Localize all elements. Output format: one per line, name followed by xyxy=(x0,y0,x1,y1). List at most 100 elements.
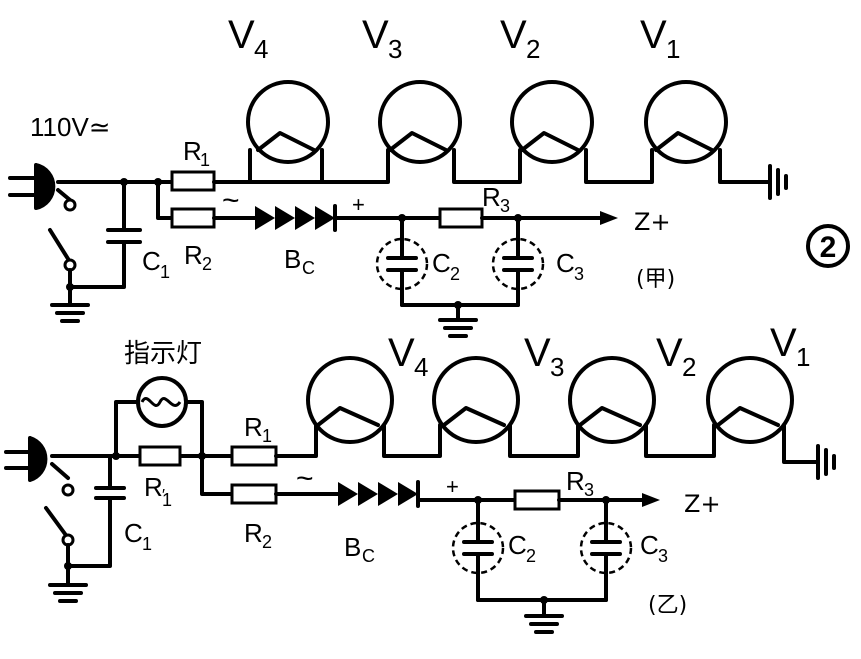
tube-label-v4: V 4 xyxy=(228,13,268,64)
vacuum-tube-v3 xyxy=(378,80,462,164)
ground-icon xyxy=(50,285,90,323)
tube-label-v4: V 4 xyxy=(388,331,428,382)
svg-text:3: 3 xyxy=(574,264,584,284)
svg-text:V: V xyxy=(524,331,551,375)
svg-text:2: 2 xyxy=(450,264,460,284)
capacitor-c2 xyxy=(451,498,505,602)
ac-symbol: ~ xyxy=(296,462,314,495)
c3-label: C 3 xyxy=(556,248,584,284)
svg-text:V: V xyxy=(640,13,667,57)
vacuum-tube-v4 xyxy=(306,356,394,444)
svg-text:4: 4 xyxy=(414,352,428,382)
svg-text:C: C xyxy=(142,246,161,276)
capacitor-c3 xyxy=(491,216,545,307)
r1-label: R 1 xyxy=(244,412,272,446)
svg-text:B: B xyxy=(344,532,361,562)
c2-label: C 2 xyxy=(432,248,460,284)
plus-symbol: + xyxy=(446,474,459,499)
caption-top: (甲) xyxy=(636,267,675,292)
switch-icon xyxy=(44,506,75,547)
c1-label: C 1 xyxy=(142,246,170,282)
svg-text:2: 2 xyxy=(526,546,536,566)
capacitor-c1 xyxy=(94,454,126,500)
svg-text:C: C xyxy=(302,258,315,278)
output-arrow-icon xyxy=(600,211,618,225)
svg-text:1: 1 xyxy=(200,150,210,170)
svg-text:R: R xyxy=(183,136,202,166)
svg-text:C: C xyxy=(362,546,375,566)
rectifier-label: B C xyxy=(284,244,315,278)
svg-text:B: B xyxy=(284,244,301,274)
svg-text:C: C xyxy=(432,248,451,278)
r3-label: R 3 xyxy=(566,466,594,500)
svg-text:3: 3 xyxy=(584,480,594,500)
circuit-top: 110V≃ V 4 V 3 V 2 V 1 R 1 R 2 R 3 xyxy=(8,13,788,338)
resistor-r3 xyxy=(438,207,484,229)
svg-text:2: 2 xyxy=(682,352,696,382)
svg-text:V: V xyxy=(656,331,683,375)
svg-text:V: V xyxy=(388,331,415,375)
chassis-ground-icon xyxy=(768,164,788,200)
c3-label: C 3 xyxy=(640,530,668,566)
svg-text:2: 2 xyxy=(526,34,540,64)
svg-text:2: 2 xyxy=(820,231,837,264)
caption-bottom: (乙) xyxy=(648,593,687,618)
svg-text:C: C xyxy=(556,248,575,278)
svg-text:R: R xyxy=(482,182,501,212)
switch-icon xyxy=(48,228,77,272)
svg-text:C: C xyxy=(508,530,527,560)
svg-text:V: V xyxy=(228,13,255,57)
r1-prime-label: R ′ 1 xyxy=(144,472,172,510)
tube-label-v2: V 2 xyxy=(500,13,540,64)
svg-text:3: 3 xyxy=(658,546,668,566)
output-label: Z+ xyxy=(684,490,721,518)
tube-label-v1: V 1 xyxy=(770,321,810,372)
c2-label: C 2 xyxy=(508,530,536,566)
rectifier-bc xyxy=(338,480,420,508)
rectifier-bc xyxy=(255,204,337,232)
rectifier-label: B C xyxy=(344,532,375,566)
svg-text:R: R xyxy=(184,240,203,270)
svg-text:2: 2 xyxy=(262,532,272,552)
supply-voltage-label: 110V≃ xyxy=(30,112,111,142)
svg-text:4: 4 xyxy=(254,34,268,64)
vacuum-tube-v3 xyxy=(432,356,520,444)
power-plug-icon xyxy=(4,436,48,482)
svg-text:3: 3 xyxy=(500,196,510,216)
svg-text:V: V xyxy=(770,321,797,365)
figure-number-badge: 2 xyxy=(806,224,850,268)
tube-label-v1: V 1 xyxy=(640,13,680,64)
resistor-r2 xyxy=(230,483,278,505)
resistor-r1 xyxy=(230,445,278,467)
svg-text:1: 1 xyxy=(142,534,152,554)
svg-text:2: 2 xyxy=(202,254,212,274)
svg-text:1: 1 xyxy=(666,34,680,64)
vacuum-tube-v2 xyxy=(568,356,656,444)
ground-icon xyxy=(524,598,564,634)
ground-icon xyxy=(48,564,88,603)
svg-text:V: V xyxy=(500,13,527,57)
svg-text:R: R xyxy=(244,412,263,442)
r2-label: R 2 xyxy=(184,240,212,274)
power-plug-icon xyxy=(8,163,56,210)
output-arrow-icon xyxy=(642,493,660,507)
svg-text:1: 1 xyxy=(262,426,272,446)
capacitor-c3 xyxy=(579,498,633,602)
capacitor-c2 xyxy=(375,216,429,307)
indicator-lamp-label: 指示灯 xyxy=(124,339,202,369)
capacitor-c1 xyxy=(106,180,142,254)
svg-text:′: ′ xyxy=(162,487,165,504)
r3-label: R 3 xyxy=(482,182,510,216)
svg-text:1: 1 xyxy=(796,342,810,372)
plus-symbol: + xyxy=(352,192,365,217)
resistor-r1 xyxy=(170,170,216,192)
vacuum-tube-v2 xyxy=(510,80,594,164)
resistor-r2 xyxy=(170,207,216,229)
svg-text:3: 3 xyxy=(388,34,402,64)
svg-text:C: C xyxy=(124,518,143,548)
svg-text:3: 3 xyxy=(550,352,564,382)
svg-text:1: 1 xyxy=(160,262,170,282)
c1-label: C 1 xyxy=(124,518,152,554)
svg-text:C: C xyxy=(640,530,659,560)
